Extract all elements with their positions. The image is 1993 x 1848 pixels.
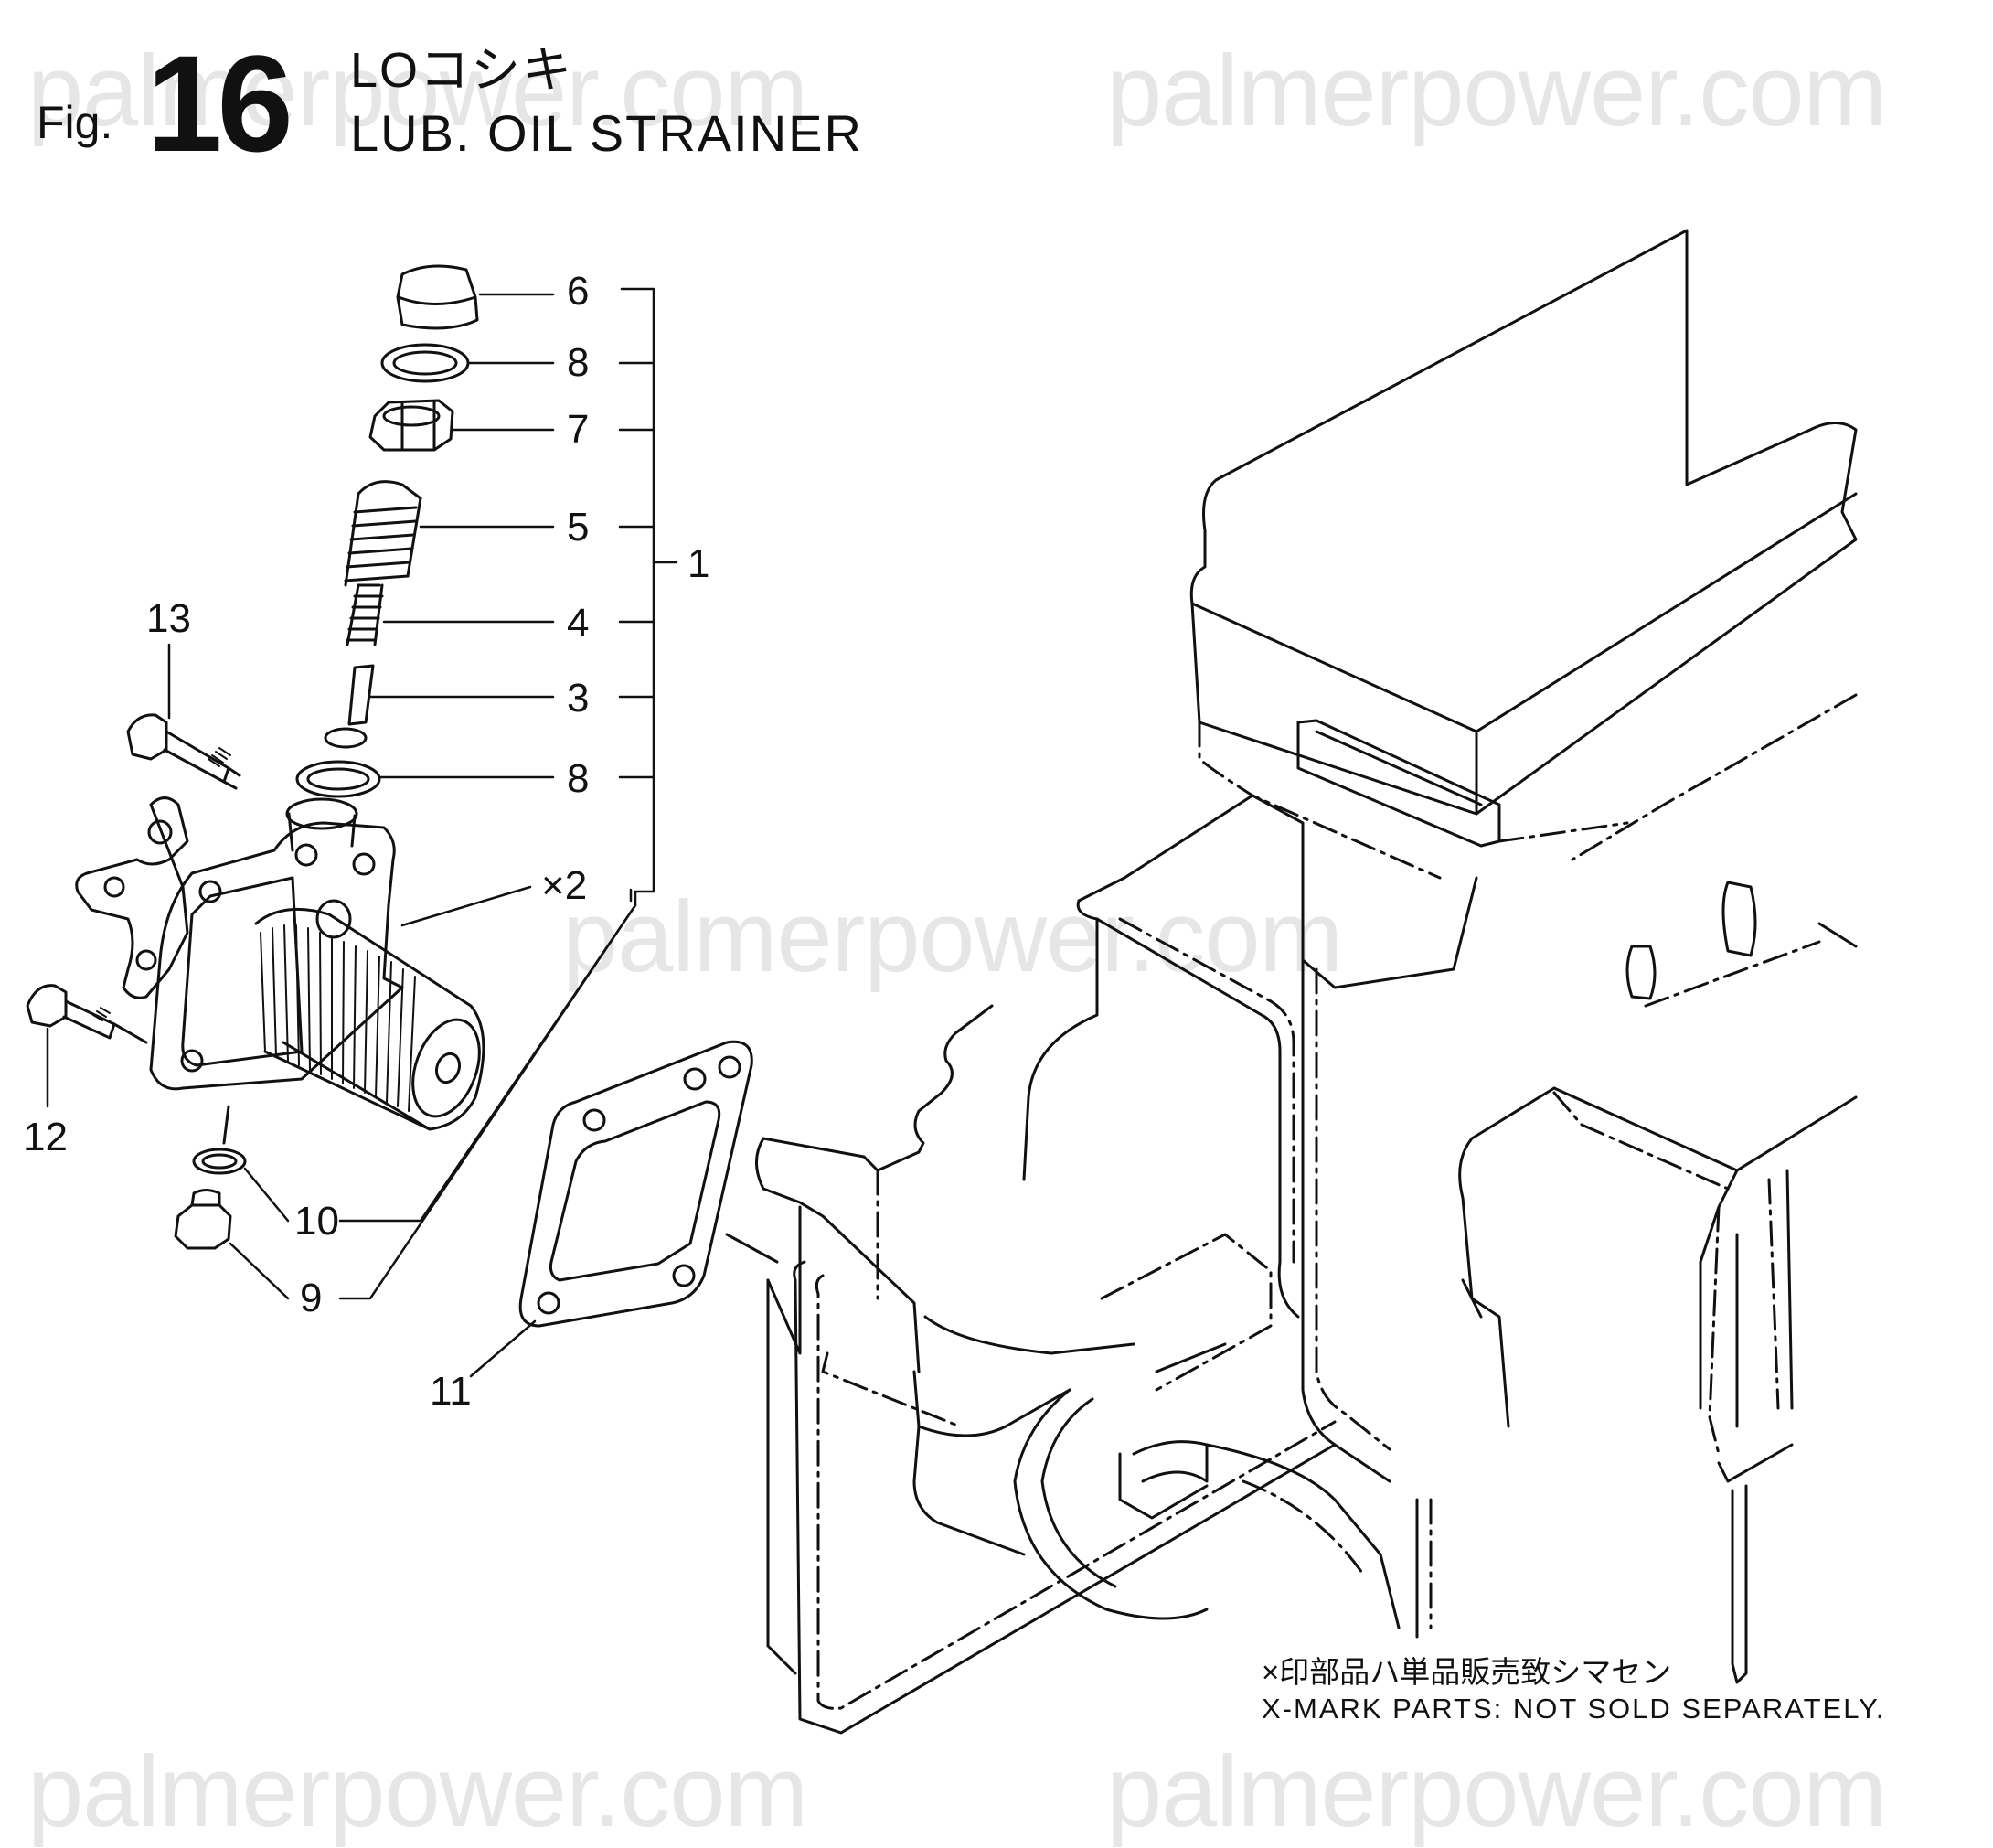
callout-12: 12 [23, 1115, 68, 1159]
callout-9: 9 [300, 1276, 323, 1320]
leader-lines [46, 287, 678, 1378]
callout-3: 3 [567, 676, 590, 721]
callout-8-lower: 8 [567, 756, 590, 801]
title-japanese: LOコシキ [350, 43, 574, 98]
gasket-part-11 [518, 1040, 779, 1328]
callout-4: 4 [567, 601, 590, 646]
callout-10: 10 [294, 1199, 339, 1244]
engine-block-illustration [755, 229, 1858, 1735]
callout-13: 13 [146, 596, 191, 641]
title-english: LUB. OIL STRAINER [350, 104, 863, 162]
strainer-assembly-illustration [26, 264, 485, 1250]
note-english: X-MARK PARTS: NOT SOLD SEPARATELY. [1262, 1693, 1886, 1725]
callout-11: 11 [430, 1369, 472, 1414]
callout-1: 1 [687, 541, 710, 586]
figure-number: 16 [146, 27, 293, 180]
callout-5: 5 [567, 505, 590, 550]
callout-8-top: 8 [567, 340, 590, 385]
note-japanese: ×印部品ハ単品販売致シマセン [1262, 1655, 1672, 1689]
callout-7: 7 [567, 407, 590, 452]
figure-label: Fig. [37, 97, 113, 148]
callout-2: ×2 [541, 863, 588, 908]
callout-6: 6 [567, 269, 590, 314]
